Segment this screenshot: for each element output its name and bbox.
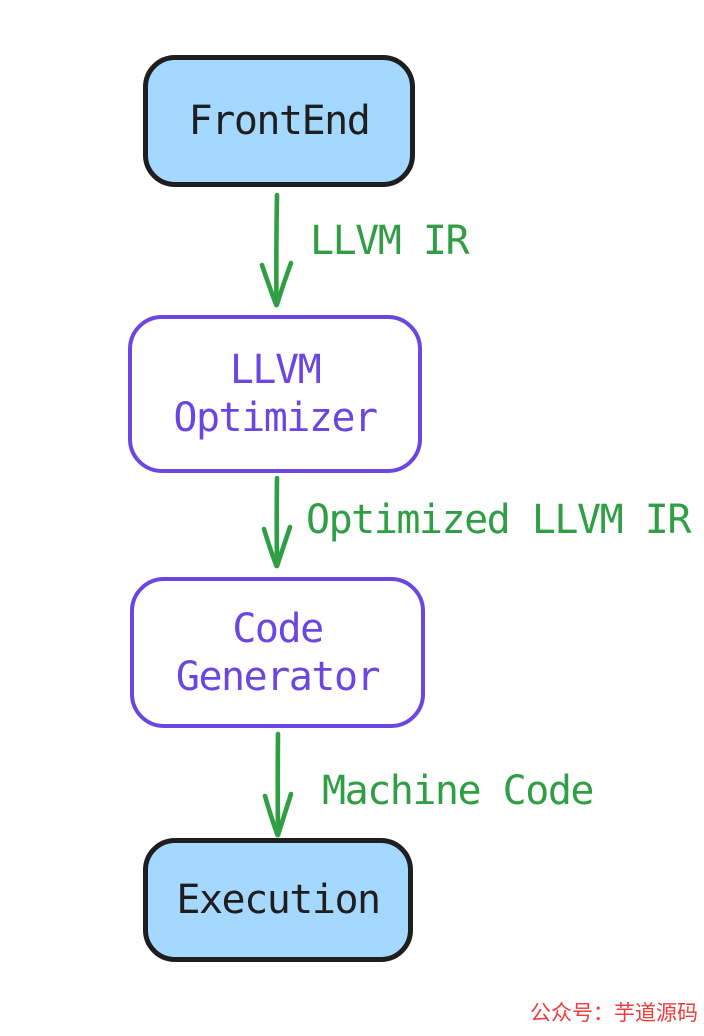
node-frontend-label: FrontEnd — [188, 98, 371, 144]
node-llvm-optimizer-line1: LLVM — [229, 347, 322, 393]
node-llvm-optimizer: LLVM Optimizer — [128, 315, 422, 473]
node-execution: Execution — [143, 838, 413, 962]
node-llvm-optimizer-line2: Optimizer — [173, 395, 378, 441]
edge-label-llvm-ir: LLVM IR — [310, 218, 470, 264]
down-arrow-icon — [261, 475, 293, 569]
node-code-generator-line1: Code — [232, 605, 324, 652]
node-code-generator-line2: Generator — [175, 653, 381, 700]
arrow-frontend-to-optimizer — [255, 192, 299, 314]
arrow-optimizer-to-codegen — [255, 475, 299, 575]
arrow-codegen-to-execution — [256, 731, 300, 843]
down-arrow-icon — [259, 192, 294, 308]
down-arrow-icon — [262, 731, 294, 838]
edge-label-machine-code: Machine Code — [322, 768, 594, 814]
node-code-generator: Code Generator — [130, 577, 425, 728]
node-frontend: FrontEnd — [143, 55, 415, 187]
edge-label-optimized-llvm-ir: Optimized LLVM IR — [306, 497, 691, 543]
watermark-text: 公众号：芋道源码 — [530, 1001, 698, 1025]
node-execution-label: Execution — [176, 877, 381, 923]
